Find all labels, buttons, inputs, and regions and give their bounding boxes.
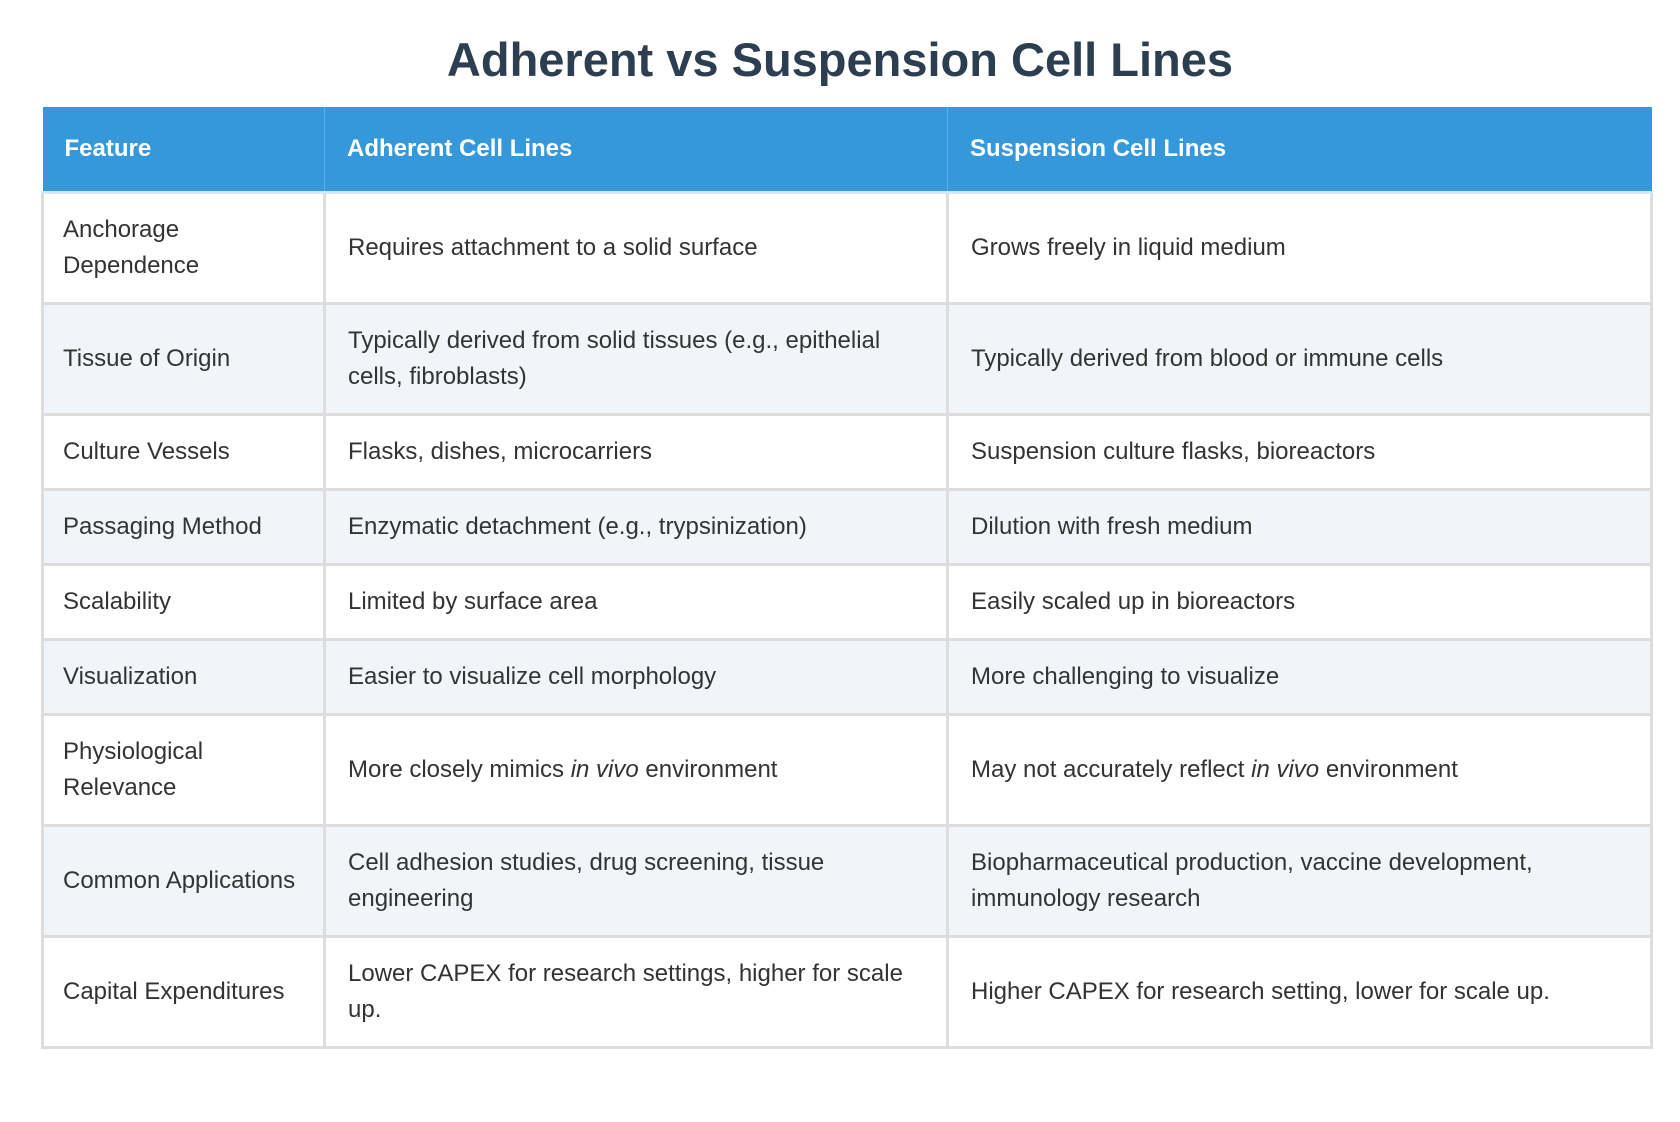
feature-cell: Scalability (41, 563, 326, 641)
suspension-cell: Easily scaled up in bioreactors (946, 563, 1653, 641)
feature-cell: Passaging Method (41, 488, 326, 566)
suspension-cell: Dilution with fresh medium (946, 488, 1653, 566)
table-row: Tissue of Origin Typically derived from … (41, 302, 1653, 416)
page-title: Adherent vs Suspension Cell Lines (446, 33, 1234, 86)
adherent-cell: Easier to visualize cell morphology (323, 638, 949, 716)
column-header-adherent: Adherent Cell Lines (324, 107, 948, 194)
text-segment: environment (1319, 756, 1458, 783)
italic-term: in vivo (1251, 756, 1320, 783)
adherent-cell: More closely mimics in vivo environment (323, 713, 949, 827)
comparison-table: Feature Adherent Cell Lines Suspension C… (41, 107, 1653, 1049)
table-header-row: Feature Adherent Cell Lines Suspension C… (42, 107, 1652, 194)
adherent-cell: Enzymatic detachment (e.g., trypsinizati… (323, 488, 949, 566)
suspension-cell: May not accurately reflect in vivo envir… (946, 713, 1653, 827)
suspension-cell: Typically derived from blood or immune c… (946, 302, 1653, 416)
column-header-suspension: Suspension Cell Lines (947, 107, 1652, 194)
suspension-cell: Biopharmaceutical production, vaccine de… (946, 824, 1653, 938)
adherent-cell: Limited by surface area (323, 563, 949, 641)
table-row: Anchorage Dependence Requires attachment… (41, 191, 1653, 305)
text-segment: May not accurately reflect (971, 756, 1252, 783)
suspension-cell: Grows freely in liquid medium (946, 191, 1653, 305)
feature-cell: Culture Vessels (41, 413, 326, 491)
adherent-cell: Requires attachment to a solid surface (323, 191, 949, 305)
feature-cell: Anchorage Dependence (41, 191, 326, 305)
table-row: Culture Vessels Flasks, dishes, microcar… (41, 413, 1653, 491)
adherent-cell: Flasks, dishes, microcarriers (323, 413, 949, 491)
suspension-cell: Suspension culture flasks, bioreactors (946, 413, 1653, 491)
table-row: Visualization Easier to visualize cell m… (41, 638, 1653, 716)
table-row: Common Applications Cell adhesion studie… (41, 824, 1653, 938)
suspension-cell: More challenging to visualize (946, 638, 1653, 716)
feature-cell: Tissue of Origin (41, 302, 326, 416)
table-row: Capital Expenditures Lower CAPEX for res… (41, 935, 1653, 1049)
adherent-cell: Cell adhesion studies, drug screening, t… (323, 824, 949, 938)
text-segment: environment (638, 756, 778, 783)
table-row: Passaging Method Enzymatic detachment (e… (41, 488, 1653, 566)
adherent-cell: Lower CAPEX for research settings, highe… (323, 935, 949, 1049)
feature-cell: Physiological Relevance (41, 713, 326, 827)
feature-cell: Visualization (41, 638, 326, 716)
table-row: Physiological Relevance More closely mim… (41, 713, 1653, 827)
feature-cell: Common Applications (41, 824, 326, 938)
suspension-cell: Higher CAPEX for research setting, lower… (946, 935, 1653, 1049)
italic-term: in vivo (570, 756, 639, 783)
table-row: Scalability Limited by surface area Easi… (41, 563, 1653, 641)
text-segment: More closely mimics (348, 756, 571, 783)
column-header-feature: Feature (42, 107, 325, 194)
feature-cell: Capital Expenditures (41, 935, 326, 1049)
adherent-cell: Typically derived from solid tissues (e.… (323, 302, 949, 416)
